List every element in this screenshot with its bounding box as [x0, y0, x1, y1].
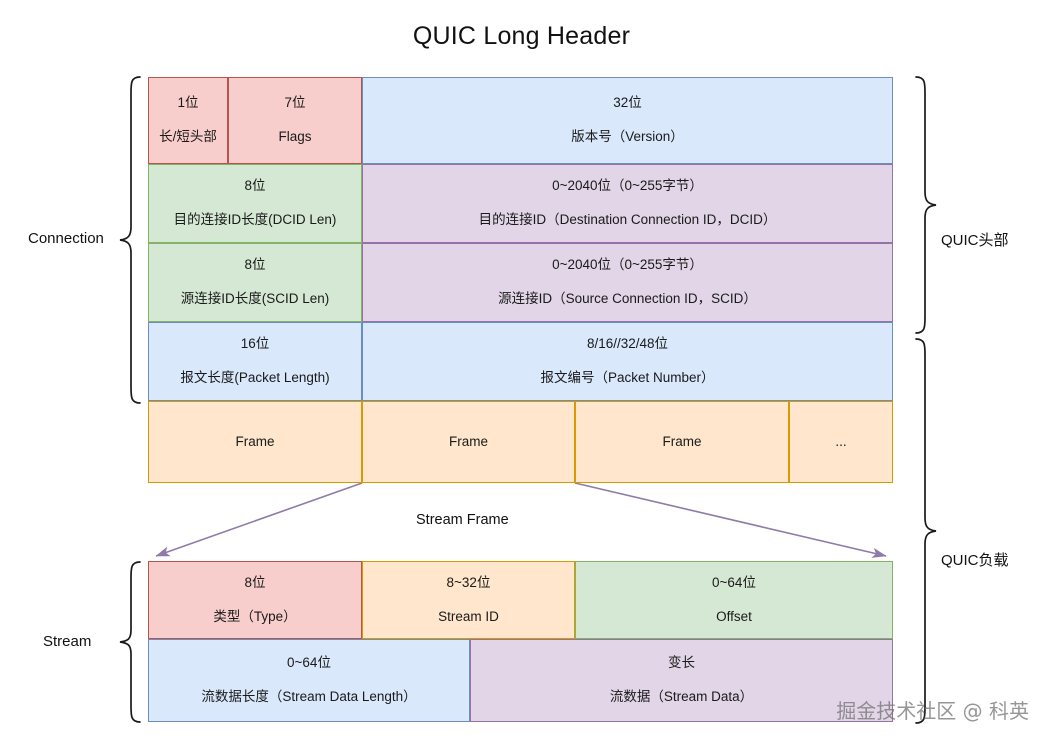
table-cell-frame-ellipsis: ... — [789, 401, 893, 483]
brace-quic-payload-label: QUIC负载 — [941, 552, 1009, 569]
table-cell: 8位 源连接ID长度(SCID Len) — [148, 243, 362, 322]
cell-label: 类型（Type） — [213, 608, 297, 624]
cell-label: Frame — [662, 433, 702, 449]
cell-label: Frame — [448, 433, 488, 449]
table-cell: 1位 长/短头部 — [148, 77, 228, 164]
cell-bits: 32位 — [613, 95, 642, 111]
cell-label: 目的连接ID（Destination Connection ID，DCID） — [478, 212, 777, 227]
cell-bits: 8位 — [244, 178, 266, 194]
table-cell: 8位 目的连接ID长度(DCID Len) — [148, 164, 362, 243]
table-cell: 0~2040位（0~255字节） 目的连接ID（Destination Conn… — [362, 164, 893, 243]
table-cell-frame: Frame — [362, 401, 575, 483]
cell-label: 目的连接ID长度(DCID Len) — [173, 212, 337, 227]
cell-label: 报文长度(Packet Length) — [180, 370, 330, 385]
cell-label: Stream ID — [438, 608, 499, 624]
cell-bits: 8位 — [244, 257, 266, 273]
table-cell: 7位 Flags — [228, 77, 362, 164]
table-cell: 0~64位 流数据长度（Stream Data Length） — [148, 639, 470, 722]
cell-label: 长/短头部 — [159, 129, 217, 144]
cell-bits: 变长 — [668, 655, 695, 671]
brace-quic-header — [914, 75, 938, 335]
page-title: QUIC Long Header — [412, 22, 631, 50]
cell-label: 版本号（Version） — [571, 129, 684, 144]
cell-bits: 7位 — [284, 95, 306, 111]
cell-bits: 8~32位 — [446, 574, 491, 590]
stream-frame-caption: Stream Frame — [416, 512, 509, 528]
table-cell: 16位 报文长度(Packet Length) — [148, 322, 362, 401]
brace-stream-label: Stream — [43, 633, 92, 650]
cell-bits: 0~64位 — [287, 655, 331, 671]
cell-label: Frame — [235, 433, 275, 449]
table-cell: 0~2040位（0~255字节） 源连接ID（Source Connection… — [362, 243, 893, 322]
table-cell: 8~32位 Stream ID — [362, 561, 575, 639]
table-cell: 32位 版本号（Version） — [362, 77, 893, 164]
cell-bits: 8/16//32/48位 — [586, 336, 669, 352]
table-cell: 变长 流数据（Stream Data） — [470, 639, 893, 722]
table-cell-frame: Frame — [148, 401, 362, 483]
brace-connection-label: Connection — [28, 230, 104, 247]
watermark: 掘金技术社区 @ 科英 — [836, 699, 1029, 723]
brace-quic-header-label: QUIC头部 — [941, 232, 1009, 249]
table-cell: 8/16//32/48位 报文编号（Packet Number） — [362, 322, 893, 401]
cell-label: 报文编号（Packet Number） — [540, 370, 715, 385]
cell-label: ... — [835, 433, 847, 449]
brace-stream — [118, 560, 142, 724]
cell-bits: 16位 — [240, 336, 270, 352]
cell-bits: 1位 — [177, 95, 199, 111]
cell-bits: 0~2040位（0~255字节） — [552, 257, 703, 273]
cell-bits: 0~2040位（0~255字节） — [552, 178, 703, 194]
cell-label: Flags — [278, 129, 312, 144]
cell-label: 源连接ID长度(SCID Len) — [180, 291, 330, 306]
table-cell: 0~64位 Offset — [575, 561, 893, 639]
cell-label: 源连接ID（Source Connection ID，SCID） — [498, 291, 757, 306]
cell-label: 流数据（Stream Data） — [609, 689, 754, 704]
cell-bits: 0~64位 — [712, 574, 756, 590]
brace-connection — [118, 75, 142, 405]
cell-label: 流数据长度（Stream Data Length） — [201, 689, 417, 704]
cell-bits: 8位 — [244, 574, 266, 590]
table-cell: 8位 类型（Type） — [148, 561, 362, 639]
brace-quic-payload — [914, 337, 938, 725]
cell-label: Offset — [716, 608, 752, 624]
table-cell-frame: Frame — [575, 401, 789, 483]
